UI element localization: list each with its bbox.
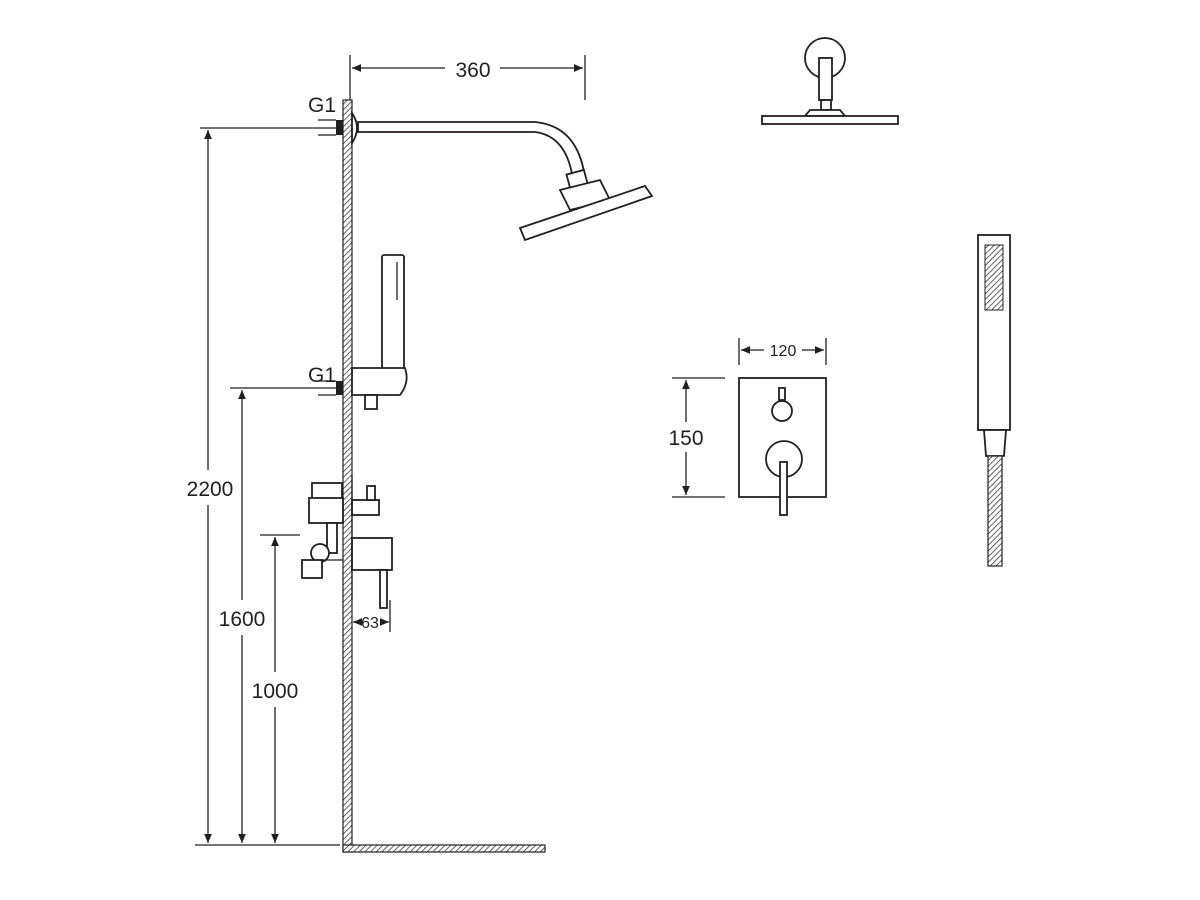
dimension-label-63: 63: [361, 615, 379, 632]
dimension-plate-height: 150: [668, 377, 725, 498]
valve-plate-front: [738, 377, 827, 516]
inlet-label-top: G1: [308, 94, 336, 117]
shower-head-front-view: [761, 37, 899, 125]
hand-shower-wall: [351, 254, 408, 410]
dimension-label-1000: 1000: [252, 680, 299, 703]
overhead-shower-arm: [351, 110, 654, 242]
dimension-valve-depth: 63: [353, 600, 391, 632]
dimension-plate-width: 120: [738, 338, 827, 365]
dimension-label-360: 360: [455, 59, 490, 82]
hand-shower-front: [977, 234, 1011, 567]
dimension-heights: 2200 1600 1000: [187, 130, 340, 846]
wall: [342, 99, 546, 853]
dimension-label-150: 150: [668, 427, 703, 450]
inlet-bottom: G1: [230, 364, 343, 396]
dimension-label-1600: 1600: [219, 608, 266, 631]
dimension-label-2200: 2200: [187, 478, 234, 501]
dimension-label-120: 120: [770, 343, 797, 360]
inlet-label-bottom: G1: [308, 364, 336, 387]
inlet-top: G1: [200, 94, 343, 136]
mixer-valve-side: [301, 475, 393, 609]
dimension-arm-length: 360: [349, 55, 586, 100]
